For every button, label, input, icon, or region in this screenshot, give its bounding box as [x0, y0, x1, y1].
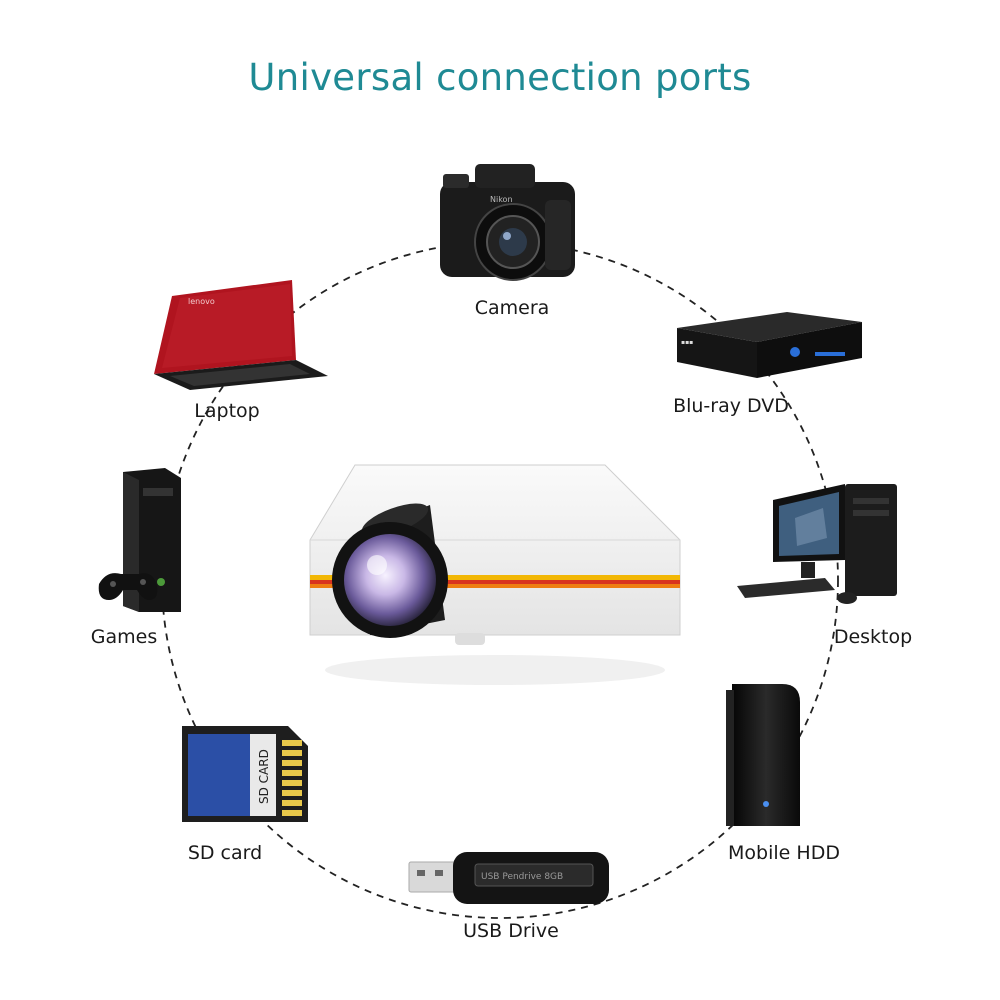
- page-title: Universal connection ports: [248, 56, 752, 99]
- label-laptop: Laptop: [194, 400, 260, 422]
- external-hdd-icon: [726, 684, 800, 826]
- sd-card-icon: SD CARD: [182, 726, 308, 822]
- camera-icon: Nikon: [440, 164, 575, 281]
- label-games: Games: [90, 626, 158, 648]
- label-desktop: Desktop: [833, 626, 913, 648]
- game-console-icon: [98, 468, 181, 612]
- desktop-computer-icon: [737, 484, 897, 604]
- stripe-red: [310, 580, 680, 584]
- label-camera: Camera: [474, 297, 550, 319]
- label-bluray-dvd: Blu-ray DVD: [673, 395, 789, 417]
- usb-print: USB Pendrive 8GB: [481, 872, 563, 882]
- camera-brand: Nikon: [490, 195, 513, 204]
- stripe-yellow: [310, 575, 680, 580]
- stripe-orange: [310, 584, 680, 588]
- bluray-player-icon: ▪▪▪: [677, 312, 862, 378]
- sd-contacts: [282, 740, 302, 816]
- label-usb-drive: USB Drive: [463, 920, 559, 942]
- laptop-brand: lenovo: [188, 297, 215, 306]
- svg-text:▪▪▪: ▪▪▪: [681, 339, 693, 346]
- usb-drive-icon: USB Pendrive 8GB: [408, 852, 609, 904]
- sd-label-area: [188, 734, 250, 816]
- label-sd-card: SD card: [187, 842, 263, 864]
- laptop-icon: lenovo: [154, 280, 328, 390]
- sd-print: SD CARD: [257, 749, 271, 804]
- projector-icon: [309, 464, 681, 685]
- label-mobile-hdd: Mobile HDD: [728, 842, 840, 864]
